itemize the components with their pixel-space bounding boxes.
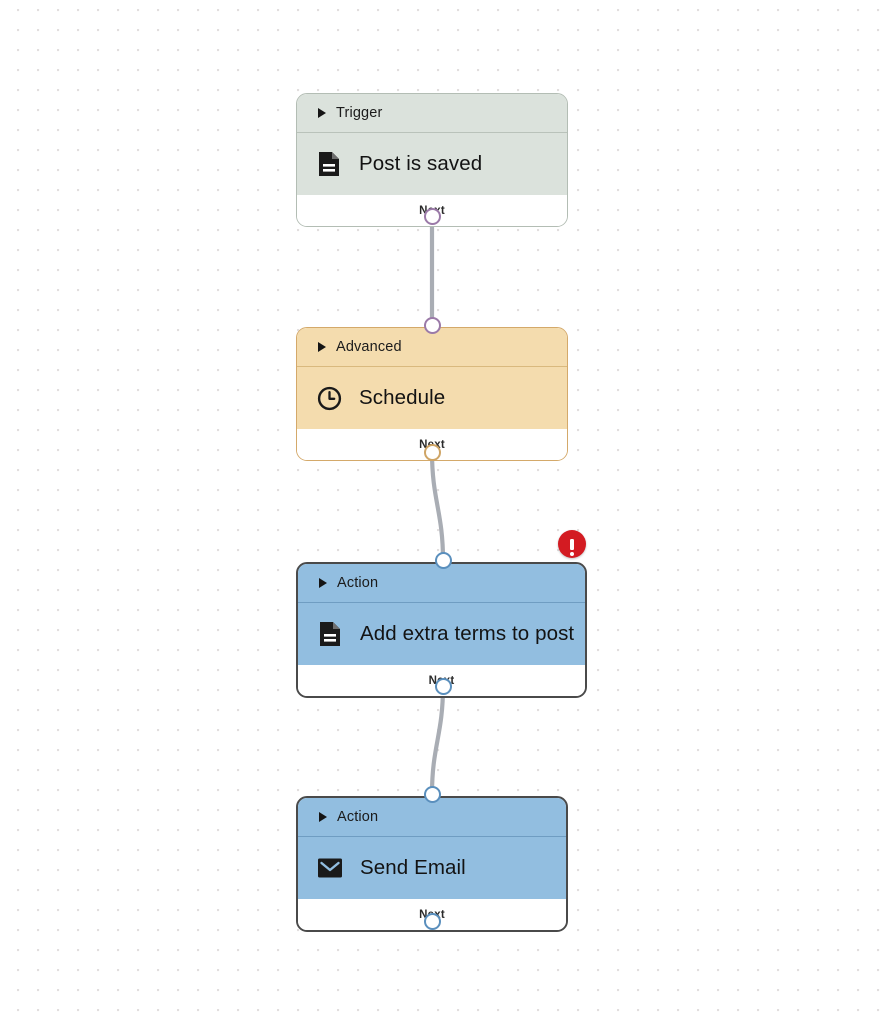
node-header-trigger[interactable]: Trigger	[297, 94, 567, 132]
node-header-action-1[interactable]: Action	[298, 564, 585, 602]
clock-icon	[316, 385, 342, 411]
node-header-action-2[interactable]: Action	[298, 798, 566, 836]
node-divider	[298, 836, 566, 838]
workflow-node-action-send-email[interactable]: Action Send Email Next	[296, 796, 568, 933]
output-port-action-1[interactable]	[435, 678, 452, 695]
document-icon	[317, 621, 343, 647]
error-badge-icon[interactable]	[558, 530, 586, 558]
workflow-node-action-add-extra-terms[interactable]: Action Add extra terms to post Next	[296, 562, 587, 699]
connector-advanced-to-action-1	[429, 449, 446, 563]
envelope-icon	[317, 855, 343, 881]
node-body-advanced[interactable]: Schedule	[297, 367, 567, 430]
node-header-advanced[interactable]: Advanced	[297, 328, 567, 366]
output-port-trigger[interactable]	[424, 208, 441, 225]
collapse-caret-icon[interactable]	[318, 108, 326, 118]
input-port-action-2[interactable]	[424, 786, 441, 803]
node-title: Add extra terms to post	[360, 622, 575, 646]
node-category-label: Action	[337, 809, 379, 825]
node-divider	[297, 366, 567, 368]
node-category-label: Action	[337, 575, 379, 591]
node-title: Post is saved	[359, 152, 483, 176]
node-divider	[297, 132, 567, 134]
collapse-caret-icon[interactable]	[318, 342, 326, 352]
exclamation-glyph	[570, 538, 574, 556]
node-title: Schedule	[359, 386, 446, 410]
node-body-action-2[interactable]: Send Email	[298, 837, 566, 900]
input-port-action-1[interactable]	[435, 552, 452, 569]
document-icon	[316, 151, 342, 177]
collapse-caret-icon[interactable]	[319, 812, 327, 822]
node-category-label: Trigger	[336, 105, 383, 121]
collapse-caret-icon[interactable]	[319, 578, 327, 588]
input-port-advanced[interactable]	[424, 317, 441, 334]
workflow-node-advanced[interactable]: Advanced Schedule Next	[296, 327, 568, 462]
node-body-action-1[interactable]: Add extra terms to post	[298, 603, 585, 666]
output-port-advanced[interactable]	[424, 444, 441, 461]
node-body-trigger[interactable]: Post is saved	[297, 133, 567, 196]
node-category-label: Advanced	[336, 339, 402, 355]
connector-action-1-to-action-2	[429, 683, 446, 797]
output-port-action-2[interactable]	[424, 913, 441, 930]
node-divider	[298, 602, 585, 604]
node-title: Send Email	[360, 856, 466, 880]
